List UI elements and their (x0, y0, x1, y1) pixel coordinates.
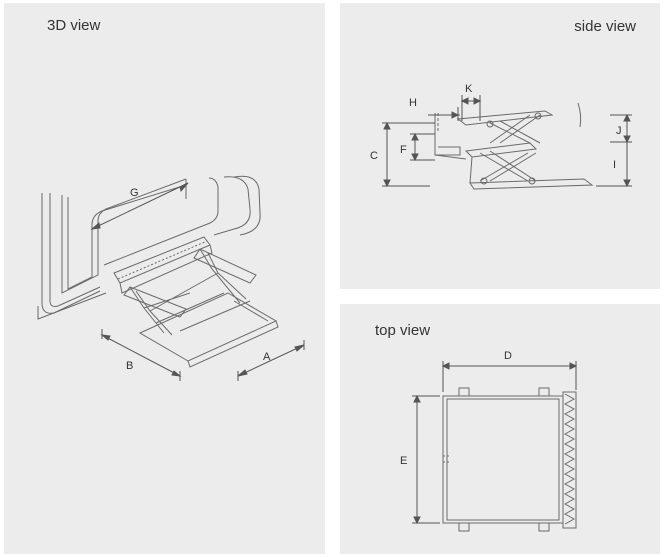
view-title-3d: 3D view (47, 17, 101, 34)
dim-label-e: E (400, 455, 407, 467)
dim-label-h: H (409, 97, 417, 109)
vehicle-body-outline (37, 175, 261, 320)
dim-label-f: F (400, 144, 407, 156)
folded-upper-arm (456, 102, 582, 144)
panel-3d-view: 3D view (4, 3, 325, 554)
dim-label-b: B (126, 360, 133, 372)
drawing-side-view: H K C F J I (370, 83, 632, 190)
drawing-3d-view: G B A (37, 175, 305, 381)
dim-label-d: D (504, 350, 512, 362)
dim-label-c: C (370, 150, 378, 162)
view-title-side: side view (574, 18, 636, 35)
vehicle-floor-section (434, 113, 467, 160)
dim-label-k: K (465, 83, 473, 95)
dim-label-g: G (130, 187, 139, 199)
drawing-top-view: D E (400, 350, 578, 532)
platform-plan (442, 387, 577, 532)
scissor-mechanism (123, 248, 257, 336)
dim-label-j: J (616, 125, 622, 137)
lift-platform (138, 292, 279, 368)
dim-label-a: A (263, 351, 271, 363)
threshold-rail (113, 236, 213, 294)
panel-top-view: top view (340, 304, 660, 554)
dim-label-i: I (613, 159, 616, 171)
lowered-scissor-and-platform (464, 142, 594, 190)
panel-side-view: side view (340, 3, 660, 289)
view-title-top: top view (375, 322, 431, 339)
